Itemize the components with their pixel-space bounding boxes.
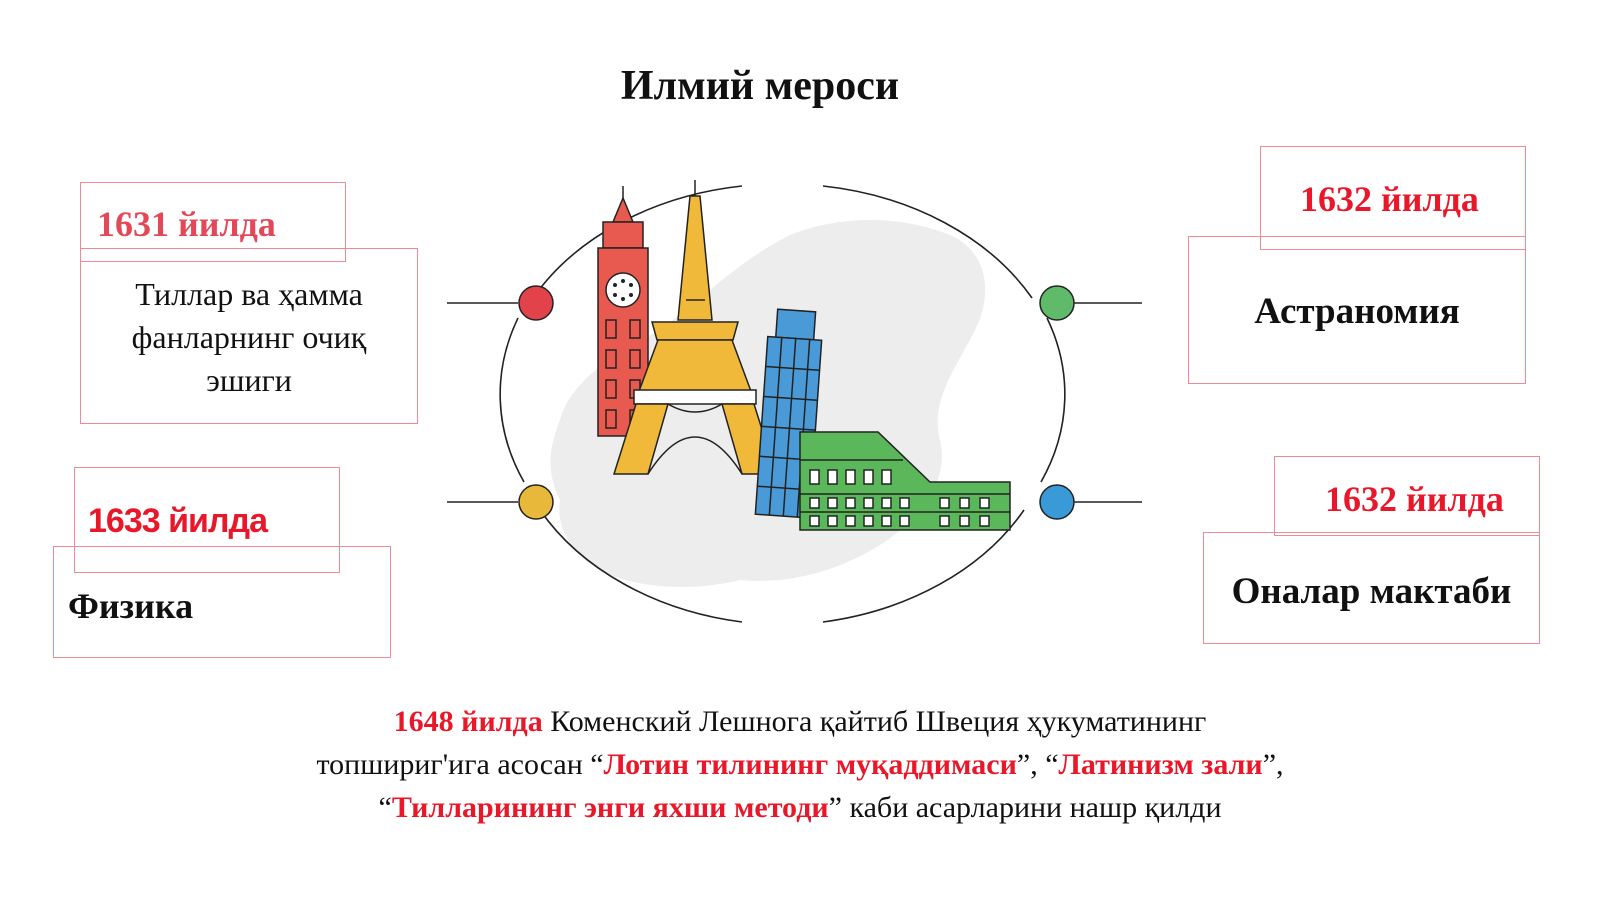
- card-top-left-text: Тиллар ва ҳамма фанларнинг очиқ эшиги: [80, 272, 418, 402]
- card-bottom-left-year: 1633 йилда: [88, 502, 268, 540]
- card-top-left-line-1: Тиллар ва ҳамма: [135, 275, 363, 312]
- card-bottom-left-text-box: [53, 546, 391, 658]
- footer-line-2: топшириг'ига асосан “Лотин тилининг муқа…: [200, 743, 1400, 786]
- footer-text-2: топшириг'ига асосан “: [316, 748, 604, 781]
- footer-text-5: “: [378, 791, 392, 824]
- card-top-right-year-box: [1260, 146, 1526, 250]
- card-top-left-year: 1631 йилда: [97, 204, 276, 244]
- footer-text-1: Коменский Лешнога қайтиб Швеция ҳукумати…: [542, 705, 1207, 738]
- card-bottom-right-text-box: [1203, 532, 1540, 644]
- colosseum-icon: [799, 431, 1011, 531]
- card-bottom-right-text: Оналар мактаби: [1231, 570, 1512, 612]
- card-top-right-year: 1632 йилда: [1300, 179, 1479, 219]
- footer-work-3: Тилларининг энги яхши методи: [391, 791, 829, 824]
- footer-year: 1648 йилда: [393, 705, 543, 738]
- card-top-left-line-3: эшиги: [206, 361, 292, 398]
- footer-text-6: ” каби асарларини нашр қилди: [828, 791, 1222, 824]
- dot-yellow: [518, 484, 554, 520]
- card-top-left-line-2: фанларнинг очиқ: [131, 318, 367, 355]
- slide-title: Илмий мероси: [620, 63, 900, 109]
- card-top-left-year-box: [80, 182, 346, 262]
- card-top-right-text-box: [1188, 236, 1526, 384]
- footer-text-3: ”, “: [1016, 748, 1059, 781]
- card-bottom-left-text: Физика: [68, 586, 194, 626]
- dot-green: [1039, 285, 1075, 321]
- footer-text-4: ”,: [1262, 748, 1284, 781]
- dot-blue: [1039, 484, 1075, 520]
- footer-work-1: Лотин тилининг муқаддимаси: [603, 748, 1017, 781]
- card-top-left-text-box: [80, 248, 418, 424]
- card-bottom-right-year: 1632 йилда: [1325, 479, 1504, 519]
- card-top-right-text: Астраномия: [1254, 290, 1460, 332]
- dot-red: [518, 285, 554, 321]
- footer-line-1: 1648 йилда Коменский Лешнога қайтиб Швец…: [200, 700, 1400, 743]
- card-bottom-right-year-box: [1274, 456, 1540, 536]
- card-bottom-left-year-box: [74, 467, 340, 573]
- footer-paragraph: 1648 йилда Коменский Лешнога қайтиб Швец…: [200, 700, 1400, 829]
- footer-work-2: Латинизм зали: [1058, 748, 1263, 781]
- footer-line-3: “Тилларининг энги яхши методи” каби асар…: [200, 786, 1400, 829]
- eiffel-tower-icon: [612, 180, 778, 475]
